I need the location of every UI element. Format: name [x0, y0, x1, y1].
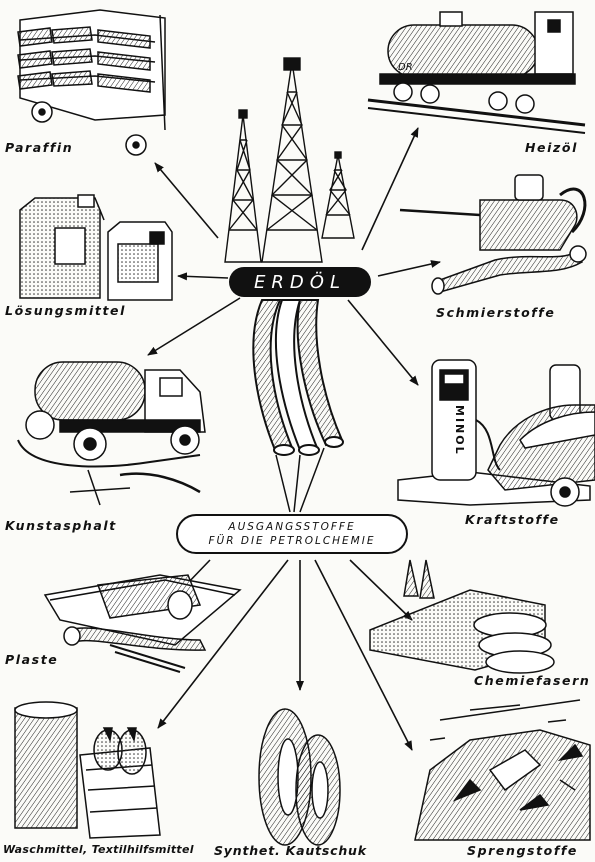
paraffin-rack-icon	[18, 10, 165, 155]
label-kautschuk: Synthet. Kautschuk	[214, 843, 367, 858]
tanker-truck-icon	[18, 362, 205, 505]
pump-brand-text: MINOL	[453, 405, 466, 456]
tank-wagon-icon: DR	[368, 12, 585, 133]
label-schmierstoffe: Schmierstoffe	[436, 305, 555, 320]
erdol-badge: ERDÖL	[229, 267, 371, 297]
label-kunstasphalt: Kunstasphalt	[5, 518, 117, 533]
label-kraftstoffe: Kraftstoffe	[465, 512, 560, 527]
tyres-icon	[259, 709, 340, 845]
tank-wagon-text: DR	[398, 62, 413, 73]
oil-derricks-icon	[225, 58, 354, 262]
explosion-quarry-icon	[415, 700, 590, 840]
fabric-rolls-icon	[370, 560, 554, 673]
pipelines-icon	[253, 300, 343, 512]
label-sprengstoffe: Sprengstoffe	[467, 843, 578, 858]
fuel-pump-car-icon: MINOL	[398, 360, 595, 506]
petrochemistry-line1: AUSGANGSSTOFFE	[228, 520, 355, 534]
plastics-icon	[45, 575, 240, 672]
oil-can-icon	[400, 175, 586, 294]
label-chemiefasern: Chemiefasern	[474, 673, 590, 688]
canisters-icon	[20, 195, 172, 300]
label-paraffin: Paraffin	[5, 140, 73, 155]
label-plaste: Plaste	[5, 652, 58, 667]
petrochemistry-badge: AUSGANGSSTOFFE FÜR DIE PETROLCHEMIE	[176, 514, 408, 554]
label-heizoel: Heizöl	[525, 140, 578, 155]
label-waschmittel: Waschmittel, Textilhilfsmittel	[3, 843, 194, 856]
label-loesungsmittel: Lösungsmittel	[5, 303, 126, 318]
detergent-containers-icon	[15, 702, 160, 838]
petrochemistry-line2: FÜR DIE PETROLCHEMIE	[209, 534, 376, 548]
